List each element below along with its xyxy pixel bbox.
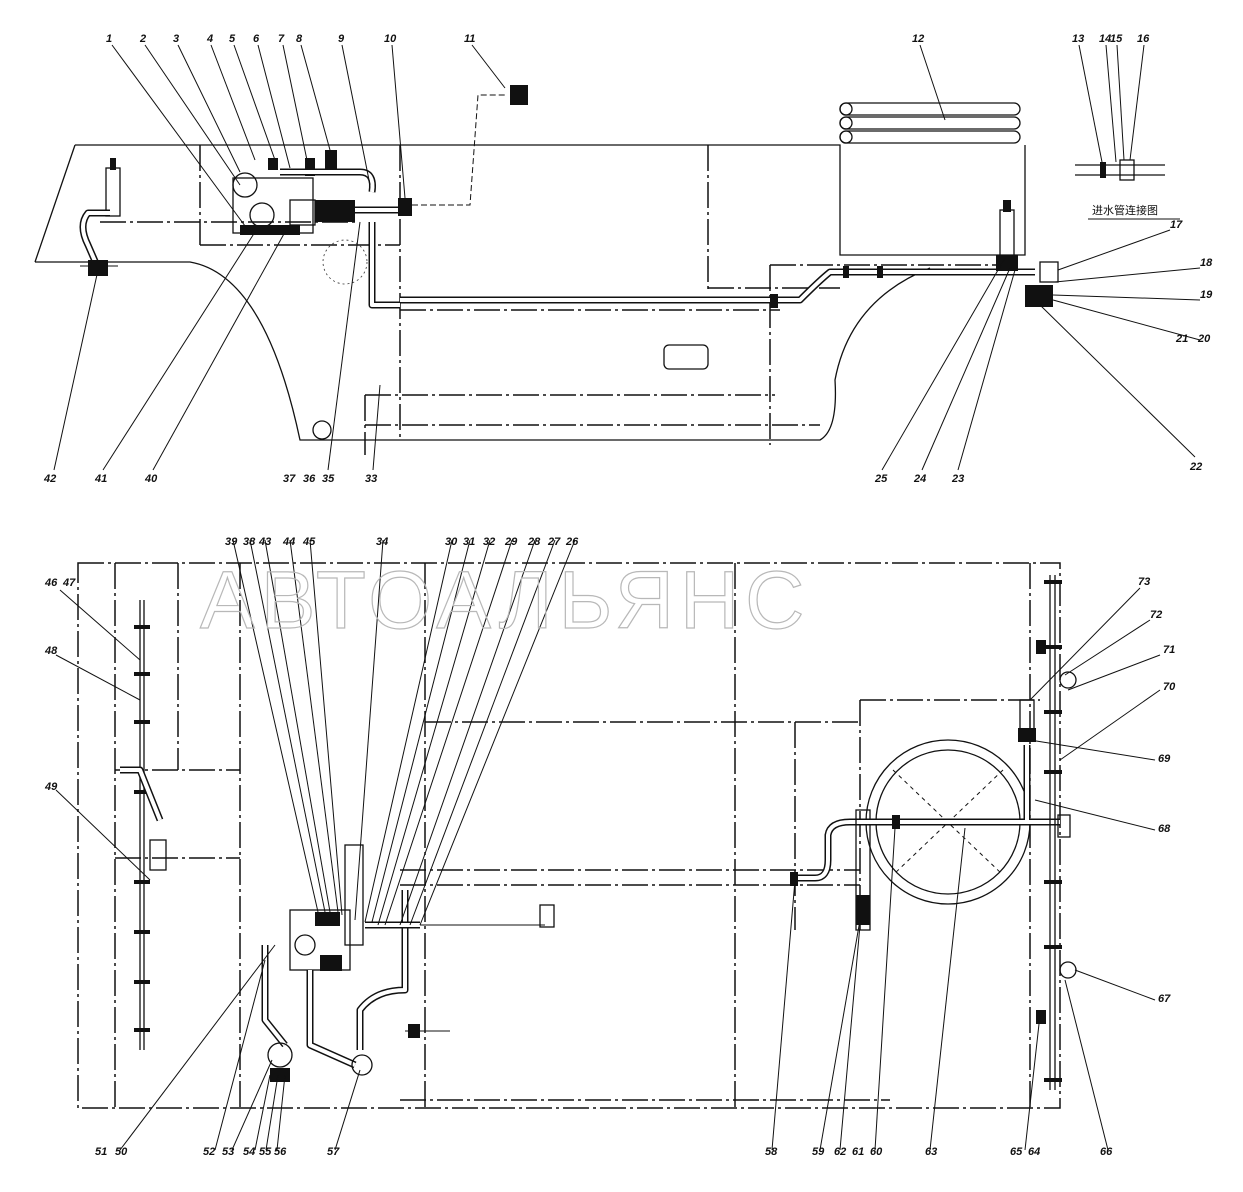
callout-35: 35 [322, 473, 335, 485]
callout-23: 23 [951, 473, 964, 485]
callout-66: 66 [1100, 1146, 1113, 1158]
callout-63: 63 [925, 1146, 937, 1158]
callout-55: 55 [259, 1146, 272, 1158]
callout-6: 6 [253, 33, 260, 45]
callout-16: 16 [1137, 33, 1150, 45]
inlet-connection-detail [1075, 159, 1165, 181]
watermark: АВТОАЛЬЯНС [200, 555, 810, 646]
callout-67: 67 [1158, 993, 1171, 1005]
callout-41: 41 [94, 473, 107, 485]
callout-25: 25 [874, 473, 888, 485]
callout-10: 10 [384, 33, 397, 45]
callout-27: 27 [547, 536, 561, 548]
top-view: 进水管连接图 [34, 85, 1180, 455]
callout-28: 28 [527, 536, 541, 548]
callout-8: 8 [296, 33, 303, 45]
callout-53: 53 [222, 1146, 234, 1158]
callout-45: 45 [302, 536, 316, 548]
callout-65: 65 [1010, 1146, 1023, 1158]
callout-40: 40 [144, 473, 158, 485]
callout-3: 3 [173, 33, 179, 45]
callout-71: 71 [1163, 644, 1175, 656]
hose-coil [839, 102, 1021, 144]
callout-2: 2 [139, 33, 146, 45]
callout-30: 30 [445, 536, 458, 548]
callout-69: 69 [1158, 753, 1171, 765]
callout-14: 14 [1099, 33, 1111, 45]
callout-36: 36 [303, 473, 316, 485]
callout-18: 18 [1200, 257, 1213, 269]
callout-46: 46 [44, 577, 58, 589]
callout-17: 17 [1170, 219, 1183, 231]
callout-68: 68 [1158, 823, 1171, 835]
callout-26: 26 [565, 536, 579, 548]
callout-59: 59 [812, 1146, 825, 1158]
callout-12: 12 [912, 33, 924, 45]
callout-64: 64 [1028, 1146, 1040, 1158]
callout-54: 54 [243, 1146, 255, 1158]
callout-38: 38 [243, 536, 256, 548]
callout-15: 15 [1110, 33, 1123, 45]
callout-39: 39 [225, 536, 238, 548]
callout-56: 56 [274, 1146, 287, 1158]
callout-34: 34 [376, 536, 388, 548]
callout-51: 51 [95, 1146, 107, 1158]
callout-13: 13 [1072, 33, 1084, 45]
callout-5: 5 [229, 33, 236, 45]
callout-24: 24 [913, 473, 926, 485]
callout-70: 70 [1163, 681, 1176, 693]
callout-49: 49 [44, 781, 58, 793]
callout-57: 57 [327, 1146, 340, 1158]
callout-1: 1 [106, 33, 112, 45]
callout-37: 37 [283, 473, 296, 485]
callout-43: 43 [258, 536, 271, 548]
leader-lines [53, 44, 1201, 1151]
callouts-top-view: 1 2 3 4 5 6 7 8 9 10 11 12 13 14 15 16 1… [43, 33, 1213, 485]
callouts-bottom-view: 39 38 43 44 45 34 30 31 32 29 28 27 26 4… [44, 536, 1176, 1158]
callout-4: 4 [206, 33, 213, 45]
callout-48: 48 [44, 645, 58, 657]
callout-29: 29 [504, 536, 518, 548]
callout-32: 32 [483, 536, 495, 548]
callout-50: 50 [115, 1146, 128, 1158]
callout-61: 61 [852, 1146, 864, 1158]
callout-33: 33 [365, 473, 377, 485]
callout-21: 21 [1175, 333, 1188, 345]
callout-7: 7 [278, 33, 285, 45]
callout-22: 22 [1189, 461, 1202, 473]
callout-11: 11 [464, 33, 475, 45]
callout-73: 73 [1138, 576, 1150, 588]
bottom-view [77, 562, 1077, 1109]
callout-58: 58 [765, 1146, 778, 1158]
callout-31: 31 [463, 536, 475, 548]
callout-44: 44 [282, 536, 295, 548]
inlet-connection-caption: 进水管连接图 [1092, 203, 1158, 217]
callout-62: 62 [834, 1146, 846, 1158]
callout-9: 9 [338, 33, 345, 45]
callout-42: 42 [43, 473, 56, 485]
callout-20: 20 [1197, 333, 1211, 345]
callout-60: 60 [870, 1146, 883, 1158]
callout-72: 72 [1150, 609, 1162, 621]
callout-47: 47 [62, 577, 76, 589]
callout-52: 52 [203, 1146, 215, 1158]
callout-19: 19 [1200, 289, 1213, 301]
